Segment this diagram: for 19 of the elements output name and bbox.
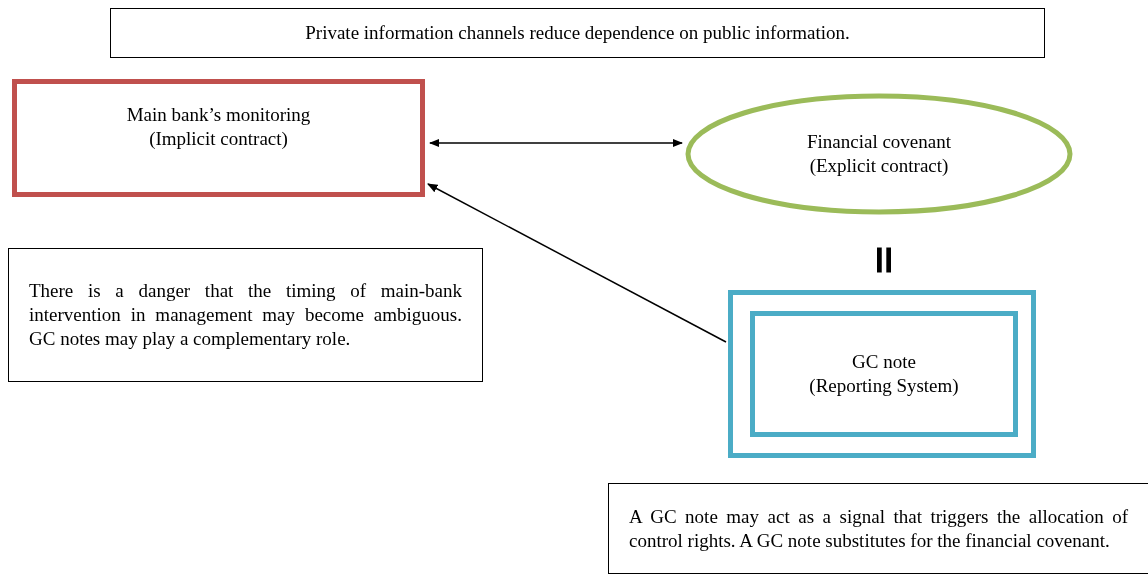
ellipse-node [685,93,1073,215]
equals-sign: = [864,243,905,277]
node-text: (Implicit contract) [149,127,288,151]
header-box [110,8,1045,58]
note-box [608,483,1148,574]
node-text: Financial covenant [807,130,951,154]
process-box [750,311,1018,437]
outer-frame [728,290,1036,458]
node-text: (Reporting System) [809,374,959,398]
node-text: (Explicit contract) [809,154,949,178]
node-text: GC note [852,350,916,374]
arrow [428,138,684,148]
note-box [8,248,483,382]
process-box [12,79,425,197]
node-text: A GC note may act as a signal that triggers the allocation of control rights. A GC note substitutes for the financial covenant. [629,504,1128,553]
node-text: There is a danger that the timing of main-bank intervention in management may become ambiguous. GC notes may play a complementary role. [29,279,462,351]
node-text: Main bank’s monitoring [126,103,311,127]
node-text: Private information channels reduce dependence on public information. [305,21,850,45]
arrow [427,183,727,343]
